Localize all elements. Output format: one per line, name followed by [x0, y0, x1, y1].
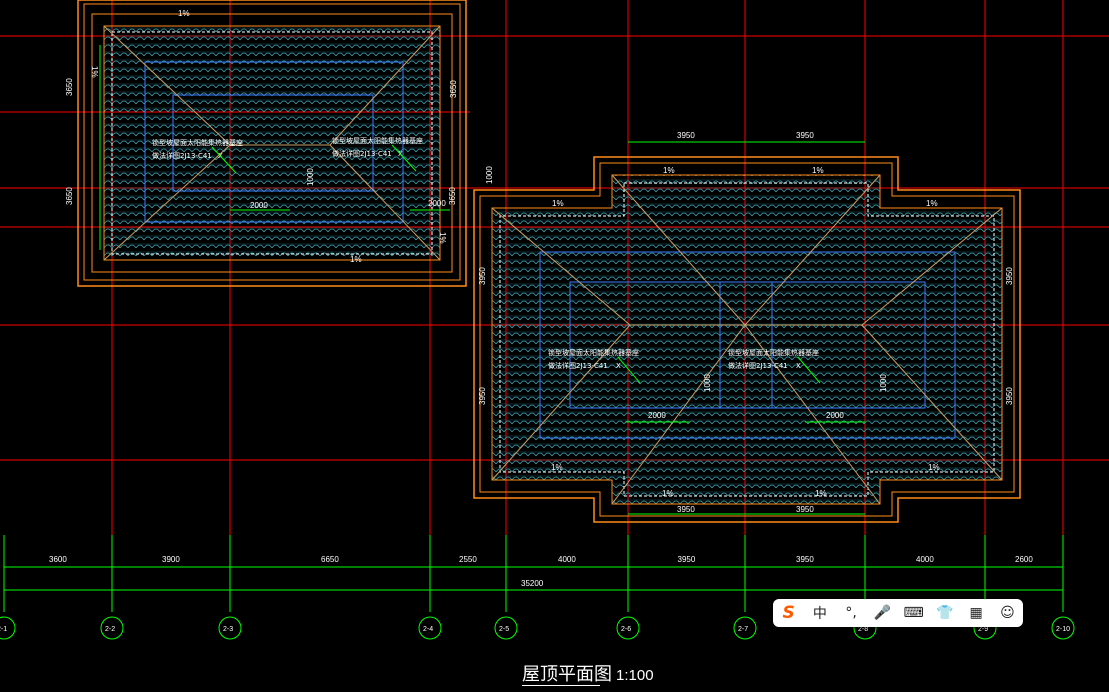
- dimension-label: 3650: [65, 78, 74, 96]
- annotation-note: 做法详图2J13-C41: [152, 151, 212, 160]
- slope-label: 1%: [926, 199, 938, 208]
- axis-bubble: [0, 616, 16, 640]
- axis-bubble: [1051, 616, 1075, 640]
- axis-label: 2-3: [223, 626, 233, 633]
- axis-bubble: [418, 616, 442, 640]
- dimension-label: 2000: [648, 411, 666, 420]
- keyboard-icon[interactable]: ⌨: [903, 605, 924, 621]
- dimension-label: 3950: [1005, 387, 1014, 405]
- slope-label: 1%: [438, 232, 447, 244]
- dimension-label: 3950: [678, 555, 696, 564]
- annotation-note: 锁型坡屋面太阳能集热器基座: [152, 138, 243, 147]
- dimension-label: 3950: [796, 131, 814, 140]
- total-dimension-label: 35200: [521, 579, 544, 588]
- dimension-label: 2000: [428, 199, 446, 208]
- dimension-label: 2000: [250, 201, 268, 210]
- dimension-label: 1000: [485, 166, 494, 184]
- axis-bubble: [494, 616, 518, 640]
- dimension-label: 1000: [879, 374, 888, 392]
- annotation-note: 做法详图2J13-C41: [548, 361, 608, 370]
- slope-label: 1%: [350, 255, 362, 264]
- leader-line: [211, 146, 237, 174]
- axis-bubble: [616, 616, 640, 640]
- annotation-note: 做法详图2J13-C41: [332, 149, 392, 158]
- axis-bubble: [100, 616, 124, 640]
- dimension-label: 1000: [703, 374, 712, 392]
- dimension-label: 3950: [478, 387, 487, 405]
- dimension-label: 2600: [1015, 555, 1033, 564]
- punctuation-button[interactable]: °,: [845, 605, 857, 621]
- axis-label: 2-4: [423, 626, 433, 633]
- dimension-label: 3950: [677, 505, 695, 514]
- axis-bubble: [218, 616, 242, 640]
- emoji-icon[interactable]: ☺: [1000, 605, 1015, 621]
- bottom-dimension-chain: 3600 3900 6650 2550 4000 3950 3950 4000 2600 3520…: [3, 535, 1064, 612]
- axis-label: 2-7: [738, 626, 748, 633]
- title-underline: [522, 685, 600, 686]
- annotation-note: 锁型坡屋面太阳能集热器基座: [728, 348, 819, 357]
- slope-label: 1%: [815, 489, 827, 498]
- apps-grid-icon[interactable]: ▦: [969, 605, 983, 621]
- dimension-label: 6650: [321, 555, 339, 564]
- dimension-label: 3950: [1005, 267, 1014, 285]
- dimension-label: 2550: [459, 555, 477, 564]
- slope-label: 1%: [928, 463, 940, 472]
- slope-label: 1%: [551, 463, 563, 472]
- annotation-tag: Ⅹ: [796, 362, 801, 370]
- leader-line: [797, 356, 821, 384]
- input-mode-button[interactable]: 中: [812, 606, 827, 622]
- axis-label: 2-8: [858, 626, 868, 633]
- dimension-label: 3950: [478, 267, 487, 285]
- slope-label: 1%: [90, 66, 99, 78]
- axis-label: 2-2: [105, 626, 115, 633]
- dimension-label: 1000: [306, 168, 315, 186]
- dimension-label: 3650: [65, 187, 74, 205]
- drawing-title-text: 屋顶平面图: [522, 664, 612, 685]
- ime-toolbar[interactable]: S 中 °, 🎤 ⌨ 👕 ▦ ☺: [773, 599, 1023, 627]
- slope-label: 1%: [663, 166, 675, 175]
- grid-axis-bubbles: 2-1 2-2 2-3 2-4 2-5 2-6 2-7 2-8 2-9 2-10: [0, 616, 1075, 640]
- skin-icon[interactable]: 👕: [936, 605, 954, 621]
- dimension-label: 3650: [448, 187, 457, 205]
- slope-label: 1%: [552, 199, 564, 208]
- left-roof-annotations: 1% 1% 1% 1% 3650 3650 3650 3650 1000 2000 2000 1000…: [65, 9, 494, 264]
- left-roof-plan[interactable]: [77, 0, 467, 287]
- microphone-icon[interactable]: 🎤: [873, 605, 892, 621]
- axis-label: 2-10: [1056, 626, 1070, 633]
- axis-bubble: [733, 616, 757, 640]
- dimension-label: 3950: [796, 505, 814, 514]
- axis-label: 2-9: [978, 626, 988, 633]
- axis-label: 2-5: [499, 626, 509, 633]
- annotation-note: 锁型坡屋面太阳能集热器基座: [332, 136, 423, 145]
- annotation-note: 做法详图2J13-C41: [728, 361, 788, 370]
- leader-line: [391, 144, 417, 172]
- annotation-tag: Ⅹ: [616, 362, 621, 370]
- slope-label: 1%: [178, 9, 190, 18]
- dimension-label: 3950: [796, 555, 814, 564]
- dimension-label: 3650: [449, 80, 458, 98]
- drawing-scale: 1:100: [616, 667, 654, 684]
- slope-label: 1%: [812, 166, 824, 175]
- annotation-note: 锁型坡屋面太阳能集热器基座: [548, 348, 639, 357]
- dimension-label: 3600: [49, 555, 67, 564]
- right-roof-plan[interactable]: [473, 156, 1021, 523]
- leader-line: [617, 356, 641, 384]
- dimension-label: 2000: [826, 411, 844, 420]
- axis-label: 2-6: [621, 626, 631, 633]
- dimension-label: 4000: [916, 555, 934, 564]
- sogou-logo-icon[interactable]: S: [782, 603, 795, 623]
- dimension-label: 3900: [162, 555, 180, 564]
- axis-label: 2-1: [0, 626, 7, 633]
- dimension-label: 3950: [677, 131, 695, 140]
- dimension-label: 4000: [558, 555, 576, 564]
- slope-label: 1%: [662, 489, 674, 498]
